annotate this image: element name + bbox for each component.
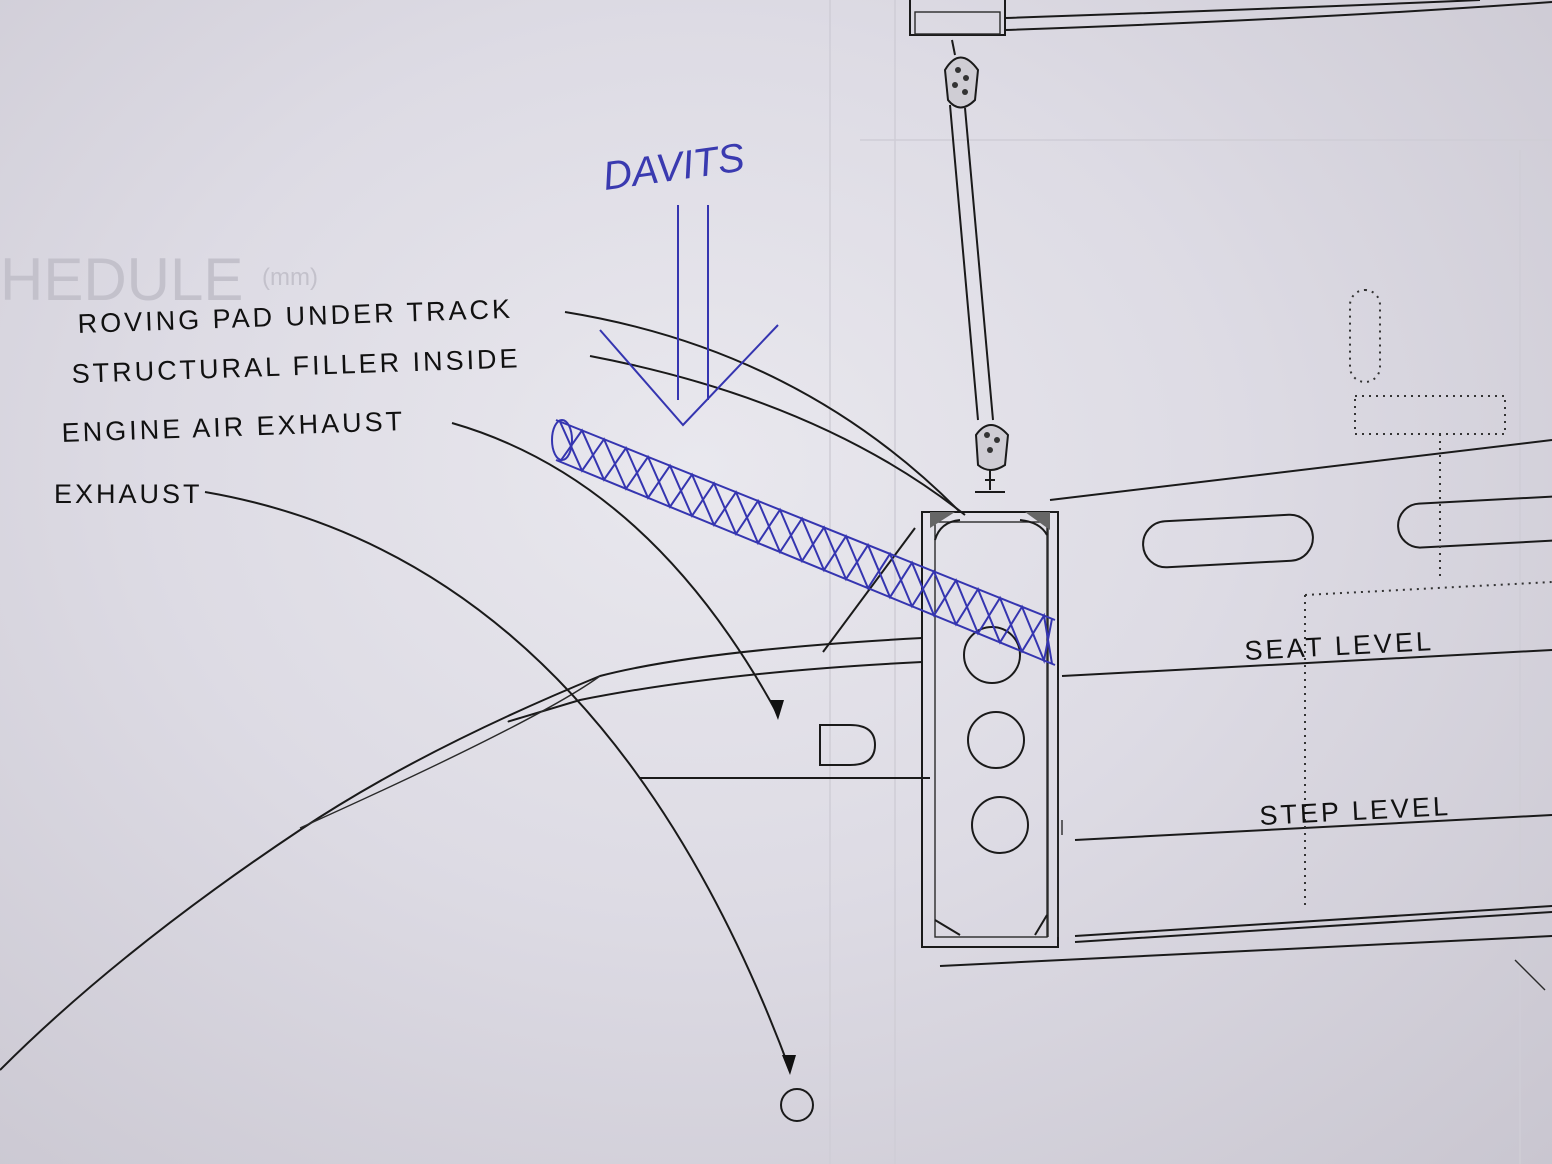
label-seat-level: SEAT LEVEL — [1244, 626, 1435, 666]
davits-arrow — [599, 205, 779, 427]
lightening-hole — [971, 796, 1029, 854]
roving-pad-hatch — [551, 419, 1056, 666]
davits-handwritten-label: DAVITS — [600, 135, 747, 198]
tackle-rope — [949, 104, 994, 421]
label-exhaust: EXHAUST — [54, 479, 203, 509]
faint-units: (mm) — [262, 264, 318, 291]
lightening-hole — [967, 711, 1025, 769]
tackle-pulley-upper — [943, 39, 980, 109]
hull-curves — [0, 527, 930, 1122]
faint-grid — [829, 0, 1552, 1164]
lightening-hole — [963, 626, 1021, 684]
tackle-pulley-lower — [974, 424, 1010, 493]
deck-lines — [939, 439, 1552, 991]
slot-openings — [1142, 495, 1552, 569]
faint-schedule-title: HEDULE — [0, 246, 243, 313]
label-structural-filler: STRUCTURAL FILLER INSIDE — [71, 343, 521, 389]
label-step-level: STEP LEVEL — [1259, 791, 1452, 831]
dotted-hidden-lines — [1304, 289, 1552, 910]
davit-bracket — [909, 0, 1552, 36]
hatch-zigzag — [559, 421, 1053, 664]
frame-section — [921, 511, 1063, 948]
leader-lines — [204, 311, 966, 1075]
label-engine-air-exhaust: ENGINE AIR EXHAUST — [61, 406, 405, 448]
